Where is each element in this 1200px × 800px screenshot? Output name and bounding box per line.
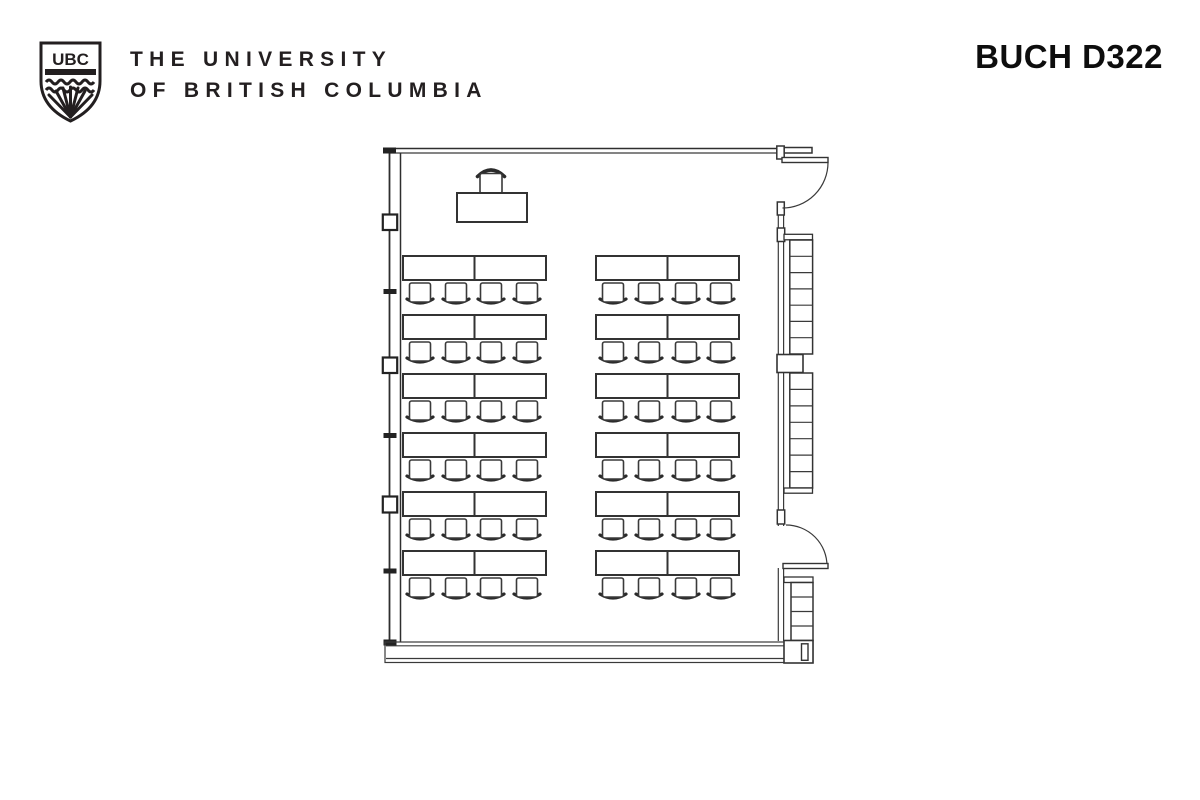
radiator-upper	[776, 233, 814, 494]
chair-seat	[408, 518, 432, 539]
chair-seat	[479, 400, 503, 421]
chair-seat	[601, 341, 625, 362]
chair-seat	[479, 459, 503, 480]
chair-seat	[408, 459, 432, 480]
chair-seat	[444, 400, 468, 421]
chair-seat	[709, 459, 733, 480]
chair-seat	[709, 577, 733, 598]
chair-seat	[674, 400, 698, 421]
door-swing-arc-top	[782, 162, 829, 209]
room-walls	[381, 145, 814, 664]
chair-seat	[444, 282, 468, 303]
chair-seat	[674, 577, 698, 598]
ubc-logo: UBC	[39, 41, 102, 123]
radiator-cap	[783, 233, 814, 241]
chair-seat	[515, 459, 539, 480]
crest-rays	[47, 85, 94, 119]
window-mullion-box-1	[381, 213, 399, 232]
furniture-layer	[402, 255, 740, 600]
chair-seat	[515, 577, 539, 598]
chair-seat	[444, 577, 468, 598]
chair-seat	[479, 282, 503, 303]
chair-seat	[637, 341, 661, 362]
radiator-cap-bottom	[783, 487, 814, 494]
chair-seat	[637, 577, 661, 598]
chair-seat	[515, 400, 539, 421]
chair-seat	[637, 518, 661, 539]
window-mullion-box-2	[381, 356, 399, 375]
window-mullion-tick-2	[383, 433, 397, 438]
university-wordmark: THE UNIVERSITY OF BRITISH COLUMBIA	[130, 44, 488, 106]
chair-seat	[709, 400, 733, 421]
window-mullion-tick-1	[383, 289, 397, 294]
instructor-chair-seat	[479, 172, 503, 195]
chair-seat	[674, 341, 698, 362]
window-mullion-box-3	[381, 495, 399, 514]
chair-seat	[601, 518, 625, 539]
chair-seat	[601, 400, 625, 421]
instructor-desk	[456, 192, 528, 223]
room-code-label: BUCH D322	[975, 38, 1163, 75]
chair-seat	[601, 459, 625, 480]
crest-acronym: UBC	[52, 50, 89, 69]
door-leaf-mid	[782, 562, 829, 570]
door-leaf-top	[781, 156, 829, 164]
chair-seat	[408, 282, 432, 303]
bottom-wall-band	[384, 641, 814, 664]
chair-seat	[408, 341, 432, 362]
door-top-right	[781, 156, 829, 209]
chair-seat	[674, 459, 698, 480]
door-swing-arc-mid	[785, 524, 828, 567]
chair-seat	[515, 518, 539, 539]
chair-seat	[444, 518, 468, 539]
chair-seat	[515, 341, 539, 362]
chair-seat	[637, 400, 661, 421]
chair-seat	[479, 341, 503, 362]
chair-seat	[709, 282, 733, 303]
right-wall	[777, 203, 785, 641]
university-name-line1: THE UNIVERSITY	[130, 48, 393, 71]
chair-seat	[515, 282, 539, 303]
instructor-station	[456, 168, 528, 223]
window-end-cap-top	[383, 147, 396, 154]
chair-seat	[637, 459, 661, 480]
chair-seat	[601, 577, 625, 598]
university-name-line2: OF BRITISH COLUMBIA	[130, 79, 488, 102]
chair-seat	[444, 459, 468, 480]
door-jamb-bottom	[776, 509, 786, 525]
ubc-crest-icon: UBC	[39, 41, 102, 123]
chair-seat	[601, 282, 625, 303]
chair-seat	[408, 400, 432, 421]
crest-wave-1	[44, 78, 96, 86]
floor-plan	[381, 145, 829, 664]
chair-seat	[674, 282, 698, 303]
chair-seat	[408, 577, 432, 598]
window-mullion-tick-3	[383, 568, 397, 574]
crest-bar	[45, 69, 96, 75]
chair-seat	[709, 341, 733, 362]
chair-seat	[479, 518, 503, 539]
chair-seat	[674, 518, 698, 539]
chair-seat	[444, 341, 468, 362]
chair-seat	[479, 577, 503, 598]
exterior-wall-stub	[783, 146, 813, 154]
chair-seat	[637, 282, 661, 303]
door-mid-right	[782, 524, 829, 570]
junction-box	[776, 353, 804, 374]
crest-shield-outline	[39, 41, 102, 123]
corner-block-detail	[800, 643, 809, 661]
chair-seat	[709, 518, 733, 539]
radiator-lower	[783, 576, 814, 664]
